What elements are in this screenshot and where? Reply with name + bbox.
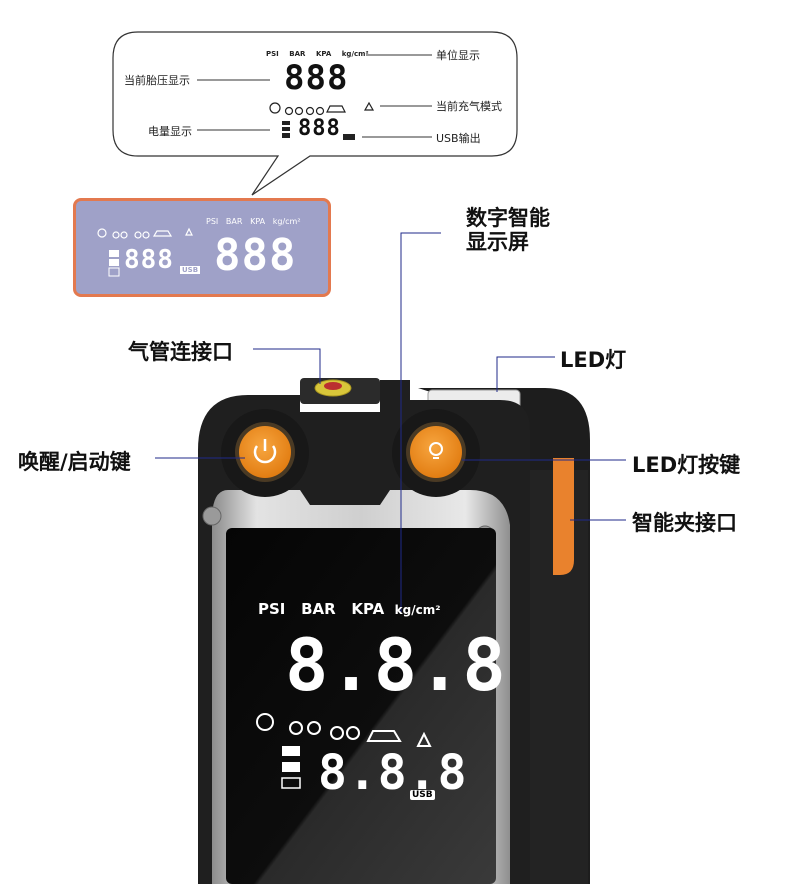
screen-usb-tag: USB [410, 790, 435, 800]
mode-display-label: 当前充气模式 [436, 100, 502, 113]
legend-bubble [112, 31, 518, 196]
mini-unit-row: PSI BAR KPA kg/cm² [206, 217, 301, 226]
mini-usb-tag: USB [180, 266, 201, 274]
callout-clip-port: 智能夹接口 [632, 511, 737, 535]
screen-battery-icon [281, 746, 301, 789]
power-icon [253, 445, 277, 464]
ball-icon [269, 102, 281, 114]
callout-led: LED灯 [560, 348, 627, 372]
mini-battery-icon [108, 250, 120, 277]
callout-display: 数字智能 显示屏 [466, 206, 550, 254]
mini-unit-psi: PSI [206, 217, 219, 226]
battery-display-label: 电量显示 [148, 125, 192, 138]
other-icon [363, 101, 375, 111]
car-icon [326, 105, 346, 113]
unit-kgcm: kg/cm² [341, 50, 369, 58]
screen-unit-kpa: KPA [351, 600, 385, 618]
power-button [239, 426, 291, 478]
usb-output-label: USB输出 [436, 132, 481, 145]
mode-icons [269, 101, 375, 116]
screen-mode-icons [256, 713, 432, 747]
screen-small-digits: 8.8.8 [318, 745, 468, 801]
led-button [410, 426, 462, 478]
pressure-display-label: 当前胎压显示 [124, 74, 190, 87]
bicycle-icon [284, 106, 294, 116]
mini-mode-icons [97, 227, 193, 239]
callout-air-hose: 气管连接口 [128, 340, 233, 364]
mini-main-digits: 888 [214, 230, 297, 281]
battery-icon [282, 121, 290, 138]
bubble-main-digits: 888 [284, 58, 349, 98]
unit-display-label: 单位显示 [436, 49, 480, 62]
unit-psi: PSI [266, 50, 279, 58]
motorcycle-icon [305, 106, 315, 116]
screen-unit-bar: BAR [301, 600, 336, 618]
clip-port [553, 458, 574, 575]
bulb-icon [429, 442, 443, 456]
mini-unit-bar: BAR [225, 217, 243, 226]
screen-unit-psi: PSI [258, 600, 286, 618]
mini-display: PSI BAR KPA kg/cm² 888 USB 888 [73, 198, 331, 297]
bubble-unit-row: PSI BAR KPA kg/cm² [266, 46, 369, 59]
unit-bar: BAR [289, 50, 306, 58]
mini-small-digits: 888 [124, 245, 174, 275]
bubble-small-digits: 888 [298, 116, 341, 141]
usb-icon [343, 134, 355, 140]
screen-unit-row: PSI BAR KPA kg/cm² [258, 600, 440, 618]
screen-main-digits: 8.8.8 [285, 623, 507, 707]
callout-power-button: 唤醒/启动键 [18, 450, 131, 474]
screen-unit-kgcm: kg/cm² [394, 603, 441, 617]
mini-unit-kgcm: kg/cm² [272, 217, 301, 226]
callout-led-button: LED灯按键 [632, 453, 741, 477]
mini-unit-kpa: KPA [250, 217, 266, 226]
unit-kpa: KPA [315, 50, 332, 58]
